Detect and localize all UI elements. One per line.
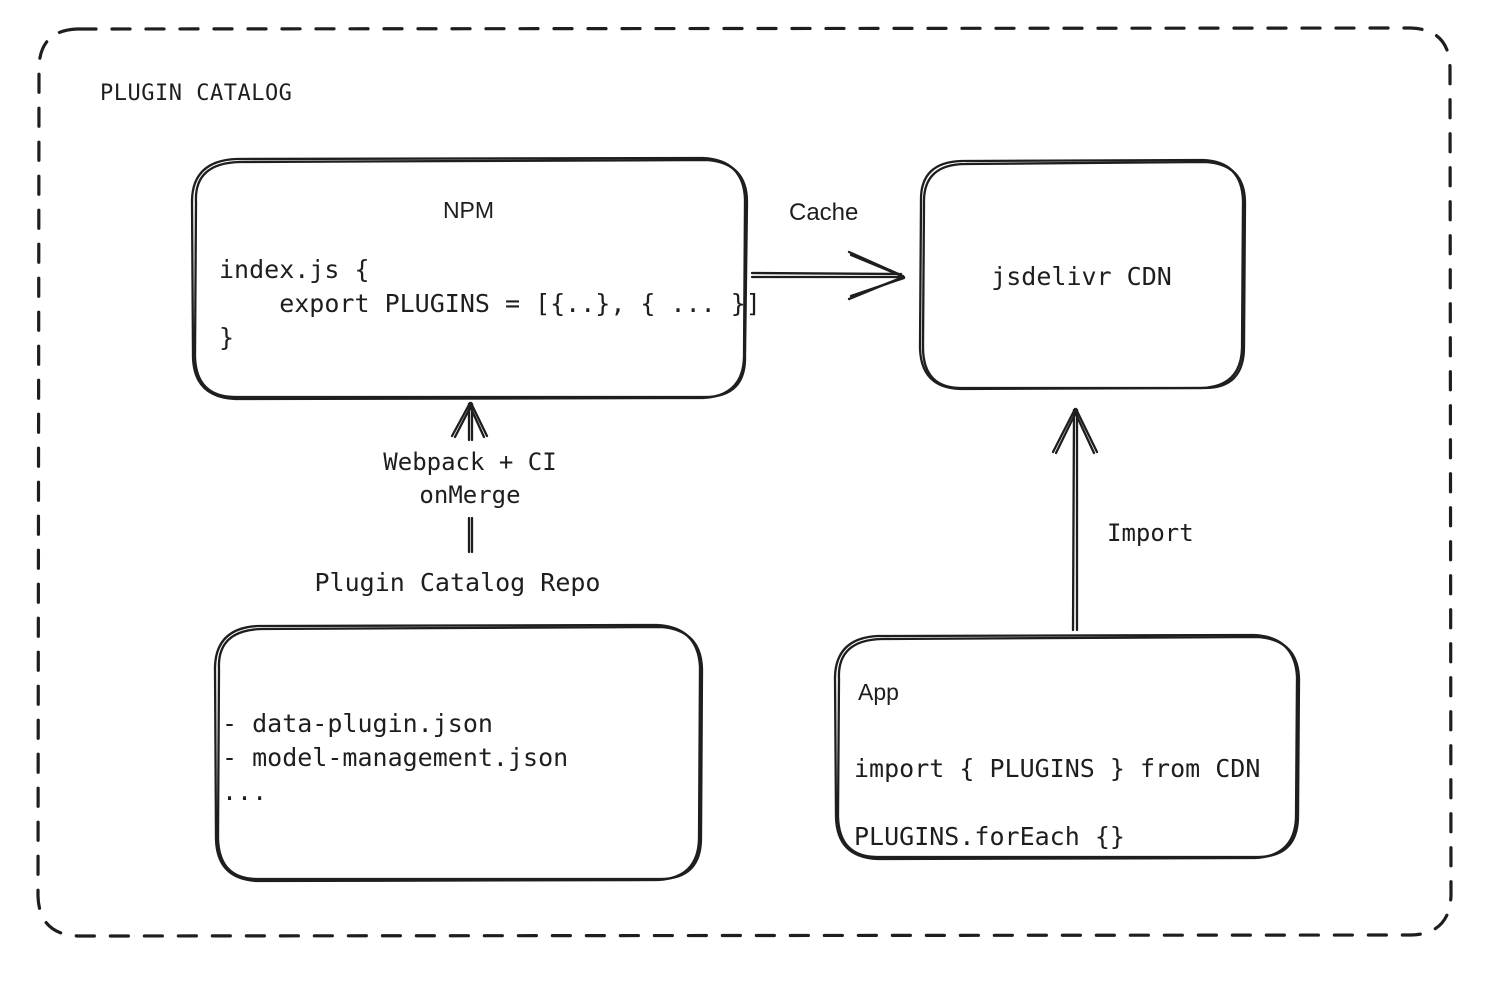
app-node-code: import { PLUGINS } from CDN PLUGINS.forE… bbox=[854, 754, 1261, 851]
plugin-catalog-title: PLUGIN CATALOG bbox=[100, 81, 293, 106]
repo-node-file-list: - data-plugin.json - model-management.js… bbox=[222, 709, 569, 806]
build-edge-label: Webpack + CI onMerge bbox=[383, 448, 557, 509]
import-arrow bbox=[1051, 407, 1099, 632]
app-node-title: App bbox=[858, 679, 899, 705]
npm-node-title: NPM bbox=[442, 197, 495, 223]
import-edge-label: Import bbox=[1107, 519, 1194, 547]
cache-edge-label: Cache bbox=[789, 199, 859, 226]
cdn-node-title: jsdelivr CDN bbox=[991, 262, 1172, 291]
repo-node-label: Plugin Catalog Repo bbox=[314, 568, 601, 597]
npm-node-code: index.js { export PLUGINS = [{..}, { ...… bbox=[219, 255, 761, 352]
cache-arrow bbox=[750, 250, 906, 301]
